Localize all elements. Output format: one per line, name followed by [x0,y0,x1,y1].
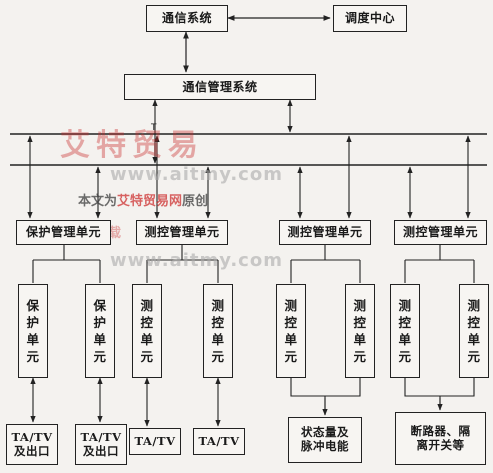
vertical-unit-char: 单 [284,332,298,347]
bottom-box-line: TA/TV [11,429,53,444]
bottom-box-line: 脉冲电能 [301,439,349,453]
vertical-unit-char: 测 [353,298,367,313]
comm-management-label: 通信管理系统 [182,79,258,94]
mid-unit-box: 测控管理单元 [279,220,371,245]
bottom-box-ta-tv: TA/TV [193,428,245,455]
vertical-unit-box: 测 控 单 元 [276,284,306,378]
mid-unit-label: 测控管理单元 [287,225,363,240]
bus-tick-label: T [150,123,157,133]
dispatch-center-label: 调度中心 [344,11,395,26]
bottom-box-line: TA/TV [134,433,176,448]
bottom-box-ta-tv-output: TA/TV 及出口 [6,424,58,465]
vertical-unit-box: 保 护 单 元 [18,284,48,378]
vertical-unit-char: 控 [398,315,412,330]
vertical-unit-char: 测 [398,298,412,313]
vertical-unit-char: 控 [284,315,298,330]
branch-unit-4 [404,245,475,283]
vertical-unit-box: 测 控 单 元 [345,284,375,378]
bottom-box-line: 及出口 [83,443,119,458]
vertical-unit-box: 测 控 单 元 [203,284,233,378]
vertical-unit-char: 单 [353,332,367,347]
bottom-box-line: TA/TV [80,429,122,444]
vertical-unit-char: 单 [26,332,40,347]
vertical-unit-char: 元 [211,349,225,364]
branch-unit-1 [32,245,101,283]
mid-unit-box: 保护管理单元 [16,220,111,245]
mid-unit-box: 测控管理单元 [394,220,487,245]
vertical-unit-char: 测 [284,298,298,313]
vertical-unit-char: 元 [467,349,481,364]
bottom-box-line: 离开关等 [416,437,465,452]
vertical-unit-char: 保 [26,298,40,313]
mid-unit-label: 测控管理单元 [402,225,478,240]
vertical-unit-char: 元 [353,349,367,364]
bottom-box-ta-tv-output: TA/TV 及出口 [75,424,127,465]
comm-system-box: 通信系统 [146,5,228,32]
vertical-unit-char: 元 [284,349,298,364]
bottom-box-ta-tv: TA/TV [129,428,181,455]
bottom-box-line: 断路器、隔 [410,423,471,438]
vertical-unit-char: 单 [211,332,225,347]
vertical-unit-char: 单 [140,332,154,347]
branch-unit-2 [146,245,219,283]
vertical-unit-char: 控 [467,315,481,330]
vertical-unit-box: 测 控 单 元 [390,284,420,378]
vertical-unit-box: 保 护 单 元 [85,284,115,378]
comm-system-label: 通信系统 [161,11,212,26]
vertical-unit-char: 保 [93,298,107,313]
comm-management-box: 通信管理系统 [124,74,316,100]
mid-unit-label: 测控管理单元 [144,225,220,240]
vertical-unit-char: 元 [26,349,40,364]
vertical-unit-char: 护 [93,315,107,330]
mid-unit-box: 测控管理单元 [136,220,228,245]
vertical-unit-char: 单 [93,332,107,347]
vertical-unit-char: 元 [140,349,154,364]
vertical-unit-char: 元 [398,349,412,364]
branch-unit-3 [290,245,361,283]
vertical-unit-char: 元 [93,349,107,364]
bottom-box-line: 及出口 [14,443,50,458]
mid-unit-label: 保护管理单元 [25,225,101,240]
vertical-unit-char: 测 [140,298,154,313]
bottom-box-line: 状态量及 [301,425,349,440]
vertical-unit-box: 测 控 单 元 [132,284,162,378]
dispatch-center-box: 调度中心 [333,5,407,32]
vertical-unit-char: 控 [211,315,225,330]
vertical-unit-char: 单 [467,332,481,347]
vertical-unit-box: 测 控 单 元 [459,284,489,378]
vertical-unit-char: 控 [353,315,367,330]
bottom-box-line: TA/TV [198,433,240,448]
vertical-unit-char: 测 [211,298,225,313]
vertical-unit-char: 单 [398,332,412,347]
vertical-unit-char: 护 [26,315,40,330]
vertical-unit-char: 测 [467,298,481,313]
vertical-unit-char: 控 [140,315,154,330]
bottom-box-status-pulse: 状态量及 脉冲电能 [288,417,362,463]
bottom-box-breaker-isolator: 断路器、隔 离开关等 [395,412,486,465]
